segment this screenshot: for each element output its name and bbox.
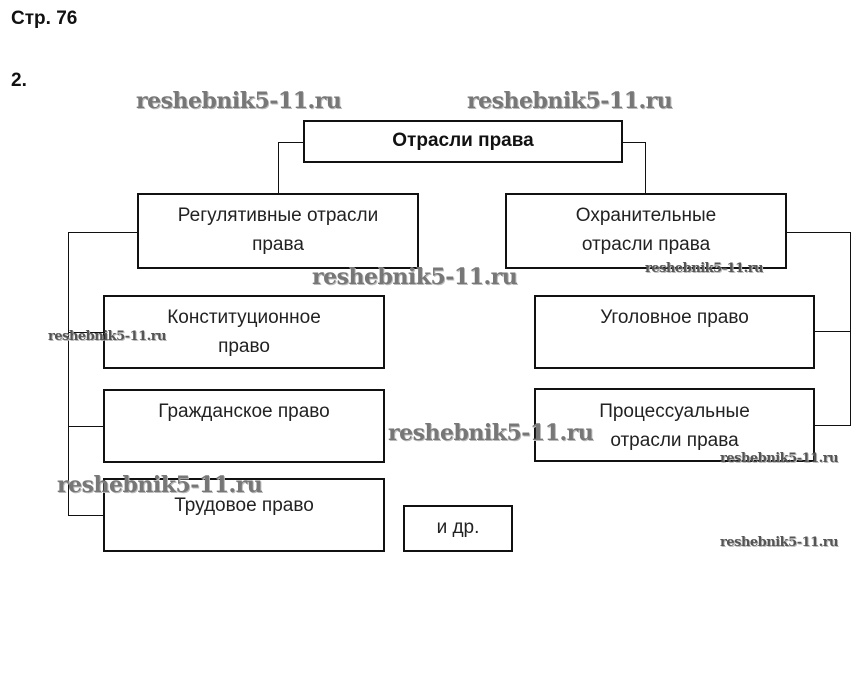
watermark: reshebnik5-11.ru [57,472,263,498]
connector-line [68,426,104,427]
regulative-box: Регулятивные отрасли права [137,193,419,269]
connector-line [278,142,303,143]
procedural-law-box: Процессуальные отрасли права [534,388,815,462]
watermark: reshebnik5-11.ru [48,329,167,344]
connector-line [813,425,850,426]
protective-box: Охранительные отрасли права [505,193,787,269]
etc-box: и др. [403,505,513,552]
connector-line [621,142,645,143]
connector-line [850,232,851,426]
connector-line [68,332,104,333]
connector-line [645,142,646,194]
watermark: reshebnik5-11.ru [645,261,764,276]
connector-line [68,515,104,516]
civil-law-box: Гражданское право [103,389,385,463]
connector-line [278,142,279,194]
labor-law-box: Трудовое право [103,478,385,552]
watermark: reshebnik5-11.ru [388,420,594,446]
watermark: reshebnik5-11.ru [467,88,673,114]
watermark: reshebnik5-11.ru [136,88,342,114]
watermark: reshebnik5-11.ru [312,264,518,290]
root-box: Отрасли права [303,120,623,163]
connector-line [68,232,138,233]
watermark: reshebnik5-11.ru [720,451,839,466]
connector-line [813,331,850,332]
task-number: 2. [11,70,27,91]
page-label: Стр. 76 [11,8,78,29]
criminal-law-box: Уголовное право [534,295,815,369]
connector-line [68,232,69,516]
connector-line [785,232,850,233]
constitutional-law-box: Конституционное право [103,295,385,369]
watermark: reshebnik5-11.ru [720,535,839,550]
